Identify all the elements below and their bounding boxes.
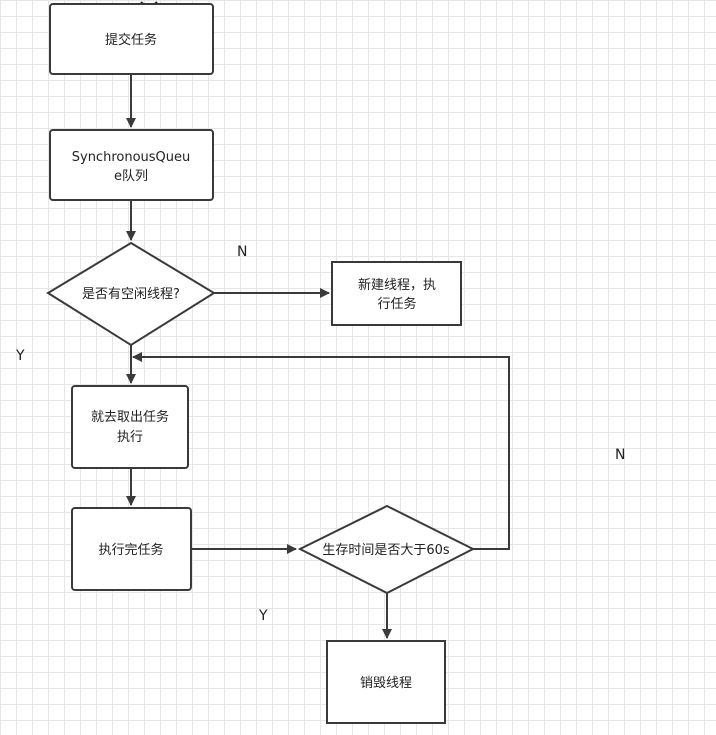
submit-task-label: 提交任务 <box>105 32 157 48</box>
edge-alive-check-loop-back <box>132 352 510 550</box>
idle-no-label: N <box>237 244 247 260</box>
node-take-task <box>71 385 189 469</box>
idle-check-label: 是否有空闲线程? <box>82 287 180 302</box>
alive-check-label: 生存时间是否大于60s <box>322 543 450 558</box>
node-idle-thread-check <box>46 241 216 347</box>
queue-label-line2: e队列 <box>114 169 148 184</box>
new-thread-label-line2: 行任务 <box>377 296 416 312</box>
node-new-thread <box>331 261 462 326</box>
node-synchronous-queue <box>49 129 214 201</box>
idle-yes-label: Y <box>15 348 25 364</box>
take-task-label-line2: 执行 <box>117 430 143 445</box>
finish-task-label: 执行完任务 <box>98 542 163 558</box>
alive-no-label: N <box>615 447 625 463</box>
new-thread-label-line1: 新建线程，执 <box>358 277 436 293</box>
take-task-label-line1: 就去取出任务 <box>91 409 169 425</box>
queue-label-line1: SynchronousQueu <box>72 150 191 165</box>
node-finish-task <box>71 507 192 591</box>
node-alive-time-check <box>297 504 476 595</box>
destroy-thread-label: 销毁线程 <box>360 676 412 691</box>
node-destroy-thread <box>326 640 446 724</box>
alive-yes-label: Y <box>258 608 268 624</box>
node-submit-task <box>49 3 214 75</box>
